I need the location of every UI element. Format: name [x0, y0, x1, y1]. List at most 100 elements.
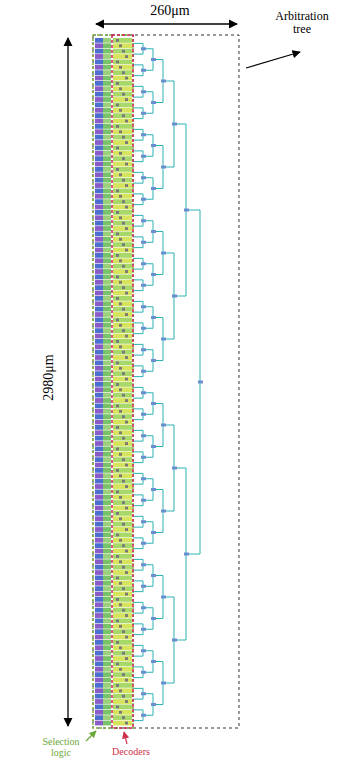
logic-cell [103, 441, 111, 446]
via-mark [122, 200, 125, 203]
via-mark [122, 308, 125, 311]
logic-cell [103, 387, 111, 392]
logic-cell [103, 500, 111, 505]
logic-cell [103, 146, 111, 151]
decoder-cell [113, 355, 132, 360]
via-mark [122, 609, 125, 612]
logic-cell [95, 436, 103, 441]
logic-cell [95, 135, 103, 140]
logic-cell [95, 721, 103, 726]
logic-cell [103, 167, 111, 172]
arbiter-cell [141, 69, 146, 72]
decoder-cell [113, 570, 132, 575]
arbiter-cell [151, 402, 156, 405]
logic-cell [103, 414, 111, 419]
logic-cell [103, 721, 111, 726]
decoder-cell [113, 119, 132, 124]
arbiter-cell [198, 381, 203, 384]
logic-cell [95, 113, 103, 118]
decoder-cell [113, 172, 132, 177]
logic-cell [95, 221, 103, 226]
via-mark [116, 663, 119, 666]
decoder-cell [113, 527, 132, 532]
decoder-cell [113, 645, 132, 650]
via-mark [122, 630, 125, 633]
logic-cell [103, 60, 111, 65]
arbiter-cell [161, 596, 166, 599]
via-mark [125, 270, 128, 273]
logic-cell [95, 414, 103, 419]
arbiter-cell [184, 209, 189, 212]
logic-cell [95, 516, 103, 521]
arbiter-cell [141, 198, 146, 201]
logic-cell [103, 232, 111, 237]
logic-cell [103, 597, 111, 602]
decoder-cell [113, 162, 132, 167]
via-mark [119, 410, 122, 413]
decoder-cell [113, 662, 132, 667]
arbiter-cell [161, 424, 166, 427]
tree-wire [133, 398, 143, 399]
logic-cell [103, 581, 111, 586]
arbiter-cell [141, 241, 146, 244]
via-mark [125, 378, 128, 381]
via-mark [125, 528, 128, 531]
logic-cell [103, 366, 111, 371]
decoder-cell [113, 60, 132, 65]
arbiter-cell [141, 305, 146, 308]
logic-cell [103, 715, 111, 720]
logic-cell [103, 103, 111, 108]
tree-wire [133, 387, 143, 388]
via-mark [122, 437, 125, 440]
logic-cell [103, 258, 111, 263]
logic-cell [95, 581, 103, 586]
arbiter-cell [141, 542, 146, 545]
tree-wire [133, 215, 143, 216]
logic-cell [103, 119, 111, 124]
logic-cell [95, 570, 103, 575]
decoder-cell [113, 194, 132, 199]
logic-cell [95, 613, 103, 618]
arbiter-cell [151, 445, 156, 448]
logic-cell [103, 710, 111, 715]
logic-cell [95, 371, 103, 376]
decoder-cell [113, 463, 132, 468]
logic-cell [103, 162, 111, 167]
decoder-cell [113, 511, 132, 516]
decoder-cell [113, 414, 132, 419]
via-mark [119, 109, 122, 112]
logic-cell [95, 511, 103, 516]
decoder-cell [113, 301, 132, 306]
via-mark [122, 587, 125, 590]
logic-cell [95, 156, 103, 161]
logic-cell [103, 344, 111, 349]
arbiter-cell [141, 370, 146, 373]
via-mark [125, 657, 128, 660]
decoder-cell [113, 70, 132, 75]
logic-cell [95, 103, 103, 108]
tree-wire [133, 419, 143, 420]
via-mark [125, 464, 128, 467]
decoder-cell [113, 81, 132, 86]
logic-cell [103, 398, 111, 403]
logic-cell [103, 522, 111, 527]
arbiter-cell [151, 703, 156, 706]
logic-cell [103, 543, 111, 548]
via-mark [116, 362, 119, 365]
decoder-cell [113, 533, 132, 538]
arbiter-cell [141, 327, 146, 330]
arbiter-cell [161, 338, 166, 341]
logic-cell [95, 452, 103, 457]
arbiter-cell [141, 176, 146, 179]
logic-cell [95, 715, 103, 720]
via-mark [125, 614, 128, 617]
logic-cell [95, 146, 103, 151]
logic-cell [103, 151, 111, 156]
arbiter-cell [141, 563, 146, 566]
logic-cell [95, 468, 103, 473]
arbiter-cell [161, 166, 166, 169]
via-mark [119, 345, 122, 348]
logic-cell [103, 404, 111, 409]
arbiter-cell [151, 531, 156, 534]
via-mark [125, 249, 128, 252]
